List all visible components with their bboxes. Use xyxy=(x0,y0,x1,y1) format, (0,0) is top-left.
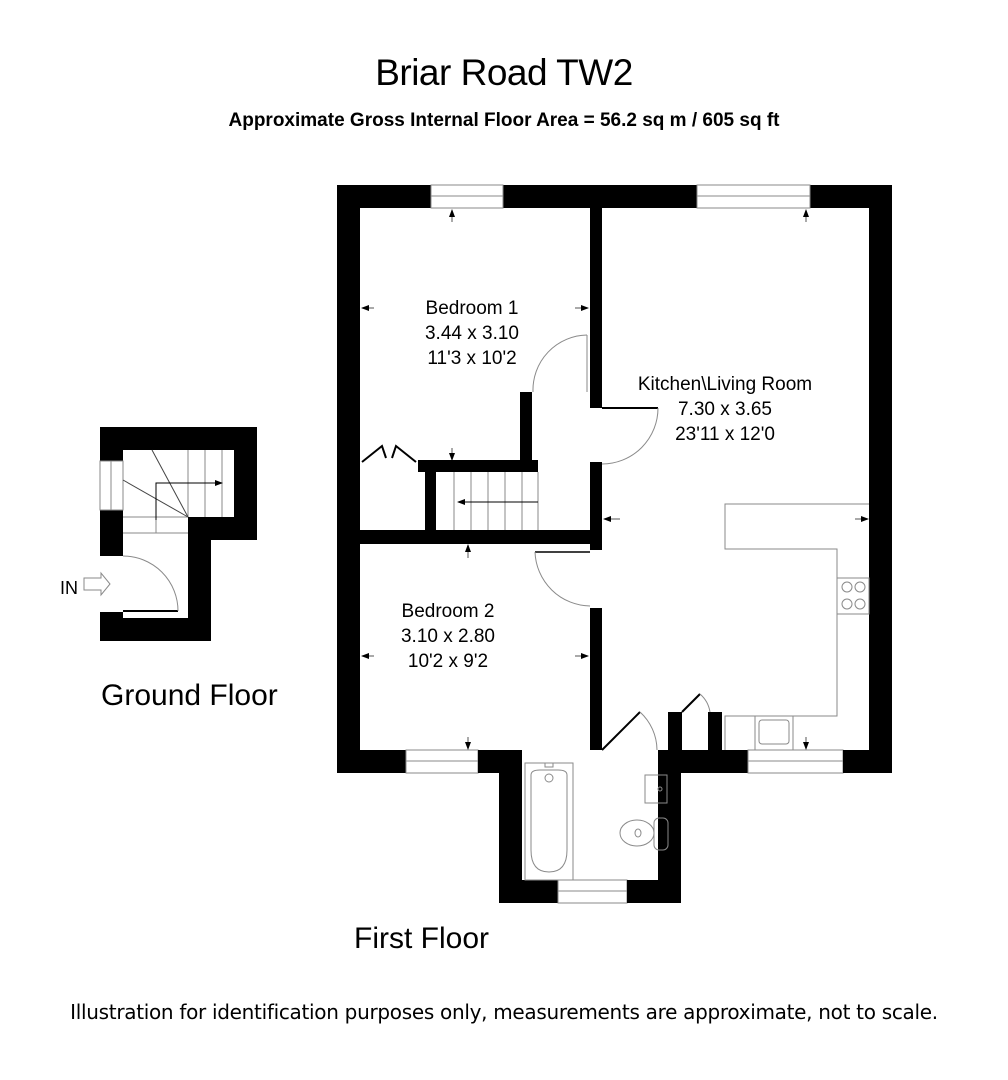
room-metric: 3.44 x 3.10 xyxy=(424,323,520,344)
disclaimer-text: Illustration for identification purposes… xyxy=(70,1000,938,1024)
first-floor-label: First Floor xyxy=(354,922,489,955)
room-imperial: 10'2 x 9'2 xyxy=(407,651,489,672)
room-imperial: 11'3 x 10'2 xyxy=(427,348,517,369)
room-name: Bedroom 2 xyxy=(401,601,495,622)
floor-area-subtitle: Approximate Gross Internal Floor Area = … xyxy=(228,110,780,131)
room-label-bedroom-2: Bedroom 2 3.10 x 2.80 10'2 x 9'2 xyxy=(348,599,548,674)
room-metric: 3.10 x 2.80 xyxy=(400,626,496,647)
ground-floor-plan xyxy=(83,427,257,641)
first-floor-plan xyxy=(337,184,892,904)
room-imperial: 23'11 x 12'0 xyxy=(675,424,775,445)
room-label-kitchen-living: Kitchen\Living Room 7.30 x 3.65 23'11 x … xyxy=(615,372,835,447)
entrance-label: IN xyxy=(60,578,78,598)
plan-title: Briar Road TW2 xyxy=(375,52,633,93)
room-metric: 7.30 x 3.65 xyxy=(677,399,773,420)
room-name: Bedroom 1 xyxy=(425,298,519,319)
ground-floor-label: Ground Floor xyxy=(101,679,278,712)
room-label-bedroom-1: Bedroom 1 3.44 x 3.10 11'3 x 10'2 xyxy=(372,296,572,371)
room-name: Kitchen\Living Room xyxy=(637,374,813,395)
